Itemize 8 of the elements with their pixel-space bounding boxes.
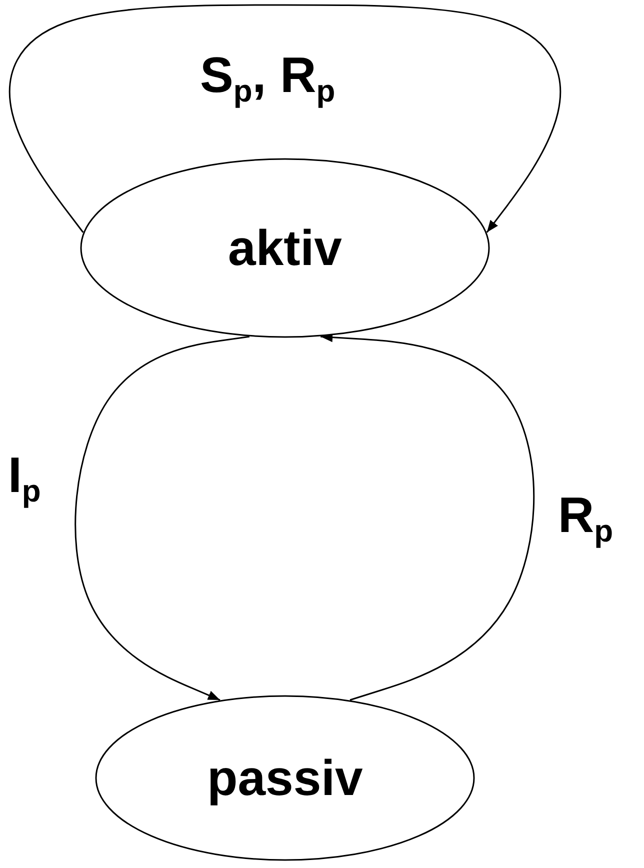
edge-label: S$_{p}$, R$_{p}$ (200, 50, 336, 106)
edge-label: R$_{p}$ (558, 490, 614, 546)
state-label: aktiv (228, 219, 342, 277)
state-label: passiv (207, 749, 363, 807)
arrow (8, 4, 562, 233)
arrow (74, 336, 250, 701)
arrow (320, 332, 535, 701)
edge-label: I$_{p}$ (8, 450, 41, 506)
